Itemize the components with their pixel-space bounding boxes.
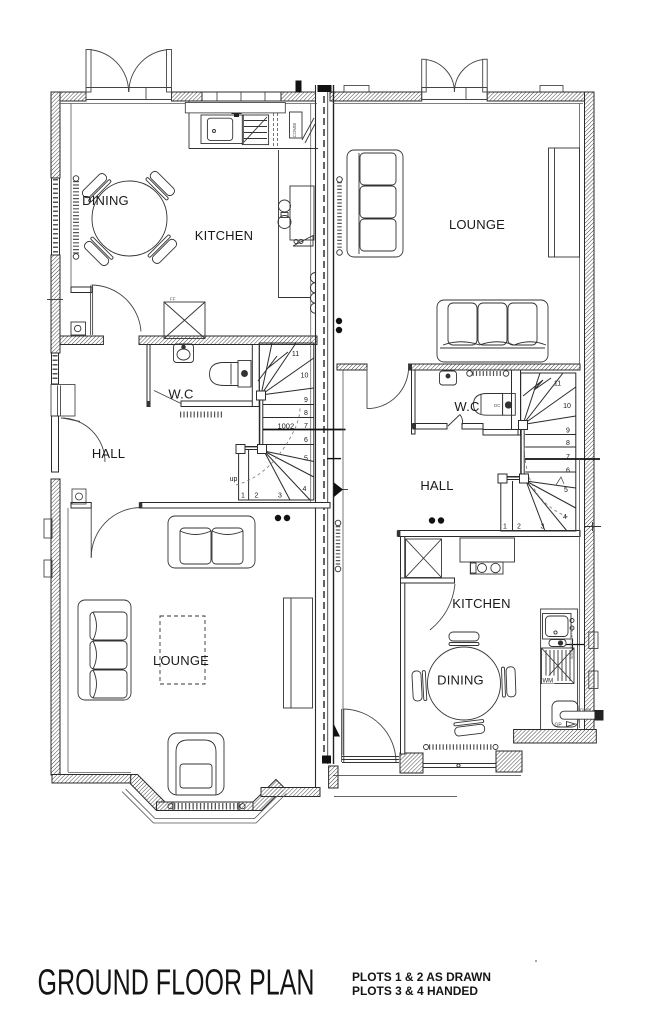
svg-text:9: 9: [304, 397, 308, 404]
svg-text:6: 6: [304, 437, 308, 444]
svg-text:5: 5: [304, 456, 308, 463]
svg-text:2: 2: [255, 493, 259, 500]
svg-text:1: 1: [503, 524, 507, 531]
svg-text:4: 4: [563, 514, 567, 521]
svg-text:8: 8: [566, 440, 570, 447]
svg-text:W.C: W.C: [168, 387, 193, 402]
svg-text:HALL: HALL: [92, 446, 125, 461]
svg-text:11: 11: [292, 351, 299, 358]
svg-text:3: 3: [541, 524, 545, 531]
svg-text:GROUND FLOOR PLAN: GROUND FLOOR PLAN: [38, 962, 315, 1003]
svg-text:5: 5: [564, 487, 568, 494]
svg-text:9: 9: [566, 428, 570, 435]
svg-text:up: up: [230, 476, 238, 483]
svg-text:GP: GP: [555, 723, 563, 729]
svg-text:2: 2: [517, 524, 521, 531]
svg-text:8: 8: [304, 410, 308, 417]
svg-text:DINING: DINING: [437, 673, 484, 688]
svg-text:COMBI: COMBI: [577, 708, 592, 713]
svg-text:DINING: DINING: [82, 193, 129, 208]
svg-text:PLOTS 3 & 4 HANDED: PLOTS 3 & 4 HANDED: [352, 984, 478, 998]
svg-text:7: 7: [566, 454, 570, 461]
svg-text:11: 11: [554, 381, 561, 388]
svg-text:1: 1: [241, 493, 245, 500]
svg-text:HALL: HALL: [420, 478, 453, 493]
svg-text:WASHING/DRYING: WASHING/DRYING: [570, 625, 574, 659]
svg-text:1002: 1002: [277, 422, 294, 431]
svg-text:W.C: W.C: [454, 399, 479, 414]
svg-text:3: 3: [278, 493, 282, 500]
svg-text:LOUNGE: LOUNGE: [449, 217, 505, 232]
svg-text:4: 4: [303, 486, 307, 493]
svg-text:COMBI: COMBI: [292, 123, 297, 138]
svg-text:KITCHEN: KITCHEN: [452, 596, 510, 611]
svg-text:FF: FF: [170, 297, 176, 302]
svg-text:DC: DC: [494, 403, 501, 408]
svg-text:10: 10: [563, 403, 571, 410]
svg-text:6: 6: [566, 468, 570, 475]
svg-text:WM: WM: [543, 679, 554, 685]
svg-text:PLOTS 1 & 2 AS DRAWN: PLOTS 1 & 2 AS DRAWN: [352, 970, 491, 984]
svg-text:KITCHEN: KITCHEN: [195, 228, 253, 243]
svg-text:LOUNGE: LOUNGE: [153, 653, 209, 668]
svg-text:7: 7: [304, 423, 308, 430]
svg-text:10: 10: [301, 373, 309, 380]
